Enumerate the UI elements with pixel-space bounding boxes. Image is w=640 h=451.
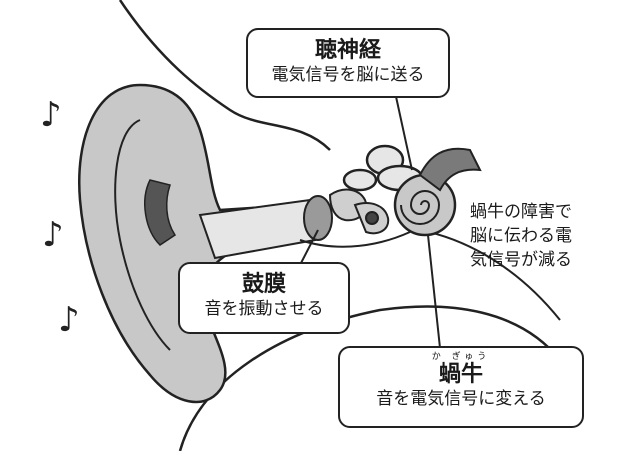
cochlea-disorder-note: 蝸牛の障害で 脳に伝わる電 気信号が減る	[470, 200, 630, 272]
cochlea-desc: 音を電気信号に変える	[340, 388, 582, 410]
auditory-nerve-callout: 聴神経 電気信号を脳に送る	[246, 28, 450, 98]
cochlea-title: 蝸牛	[340, 362, 582, 388]
music-note-icon: ♪	[58, 300, 80, 340]
eardrum-callout: 鼓膜 音を振動させる	[178, 262, 350, 334]
music-note-icon: ♪	[40, 95, 62, 135]
ossicles	[330, 190, 388, 234]
cochlea-callout: か ぎゅう 蝸牛 音を電気信号に変える	[338, 346, 584, 428]
leader-cochlea	[428, 235, 440, 348]
eardrum-desc: 音を振動させる	[180, 298, 348, 320]
music-note-icon: ♪	[42, 215, 64, 255]
auditory-nerve-desc: 電気信号を脳に送る	[248, 64, 448, 86]
eardrum-shape	[304, 196, 332, 240]
note-line: 脳に伝わる電	[470, 224, 630, 248]
cochlea-shape	[395, 175, 455, 235]
note-line: 蝸牛の障害で	[470, 200, 630, 224]
cochlea-ruby: か ぎゅう	[340, 352, 582, 362]
eardrum-title: 鼓膜	[180, 272, 348, 298]
auditory-nerve-title: 聴神経	[248, 38, 448, 64]
note-line: 気信号が減る	[470, 248, 630, 272]
